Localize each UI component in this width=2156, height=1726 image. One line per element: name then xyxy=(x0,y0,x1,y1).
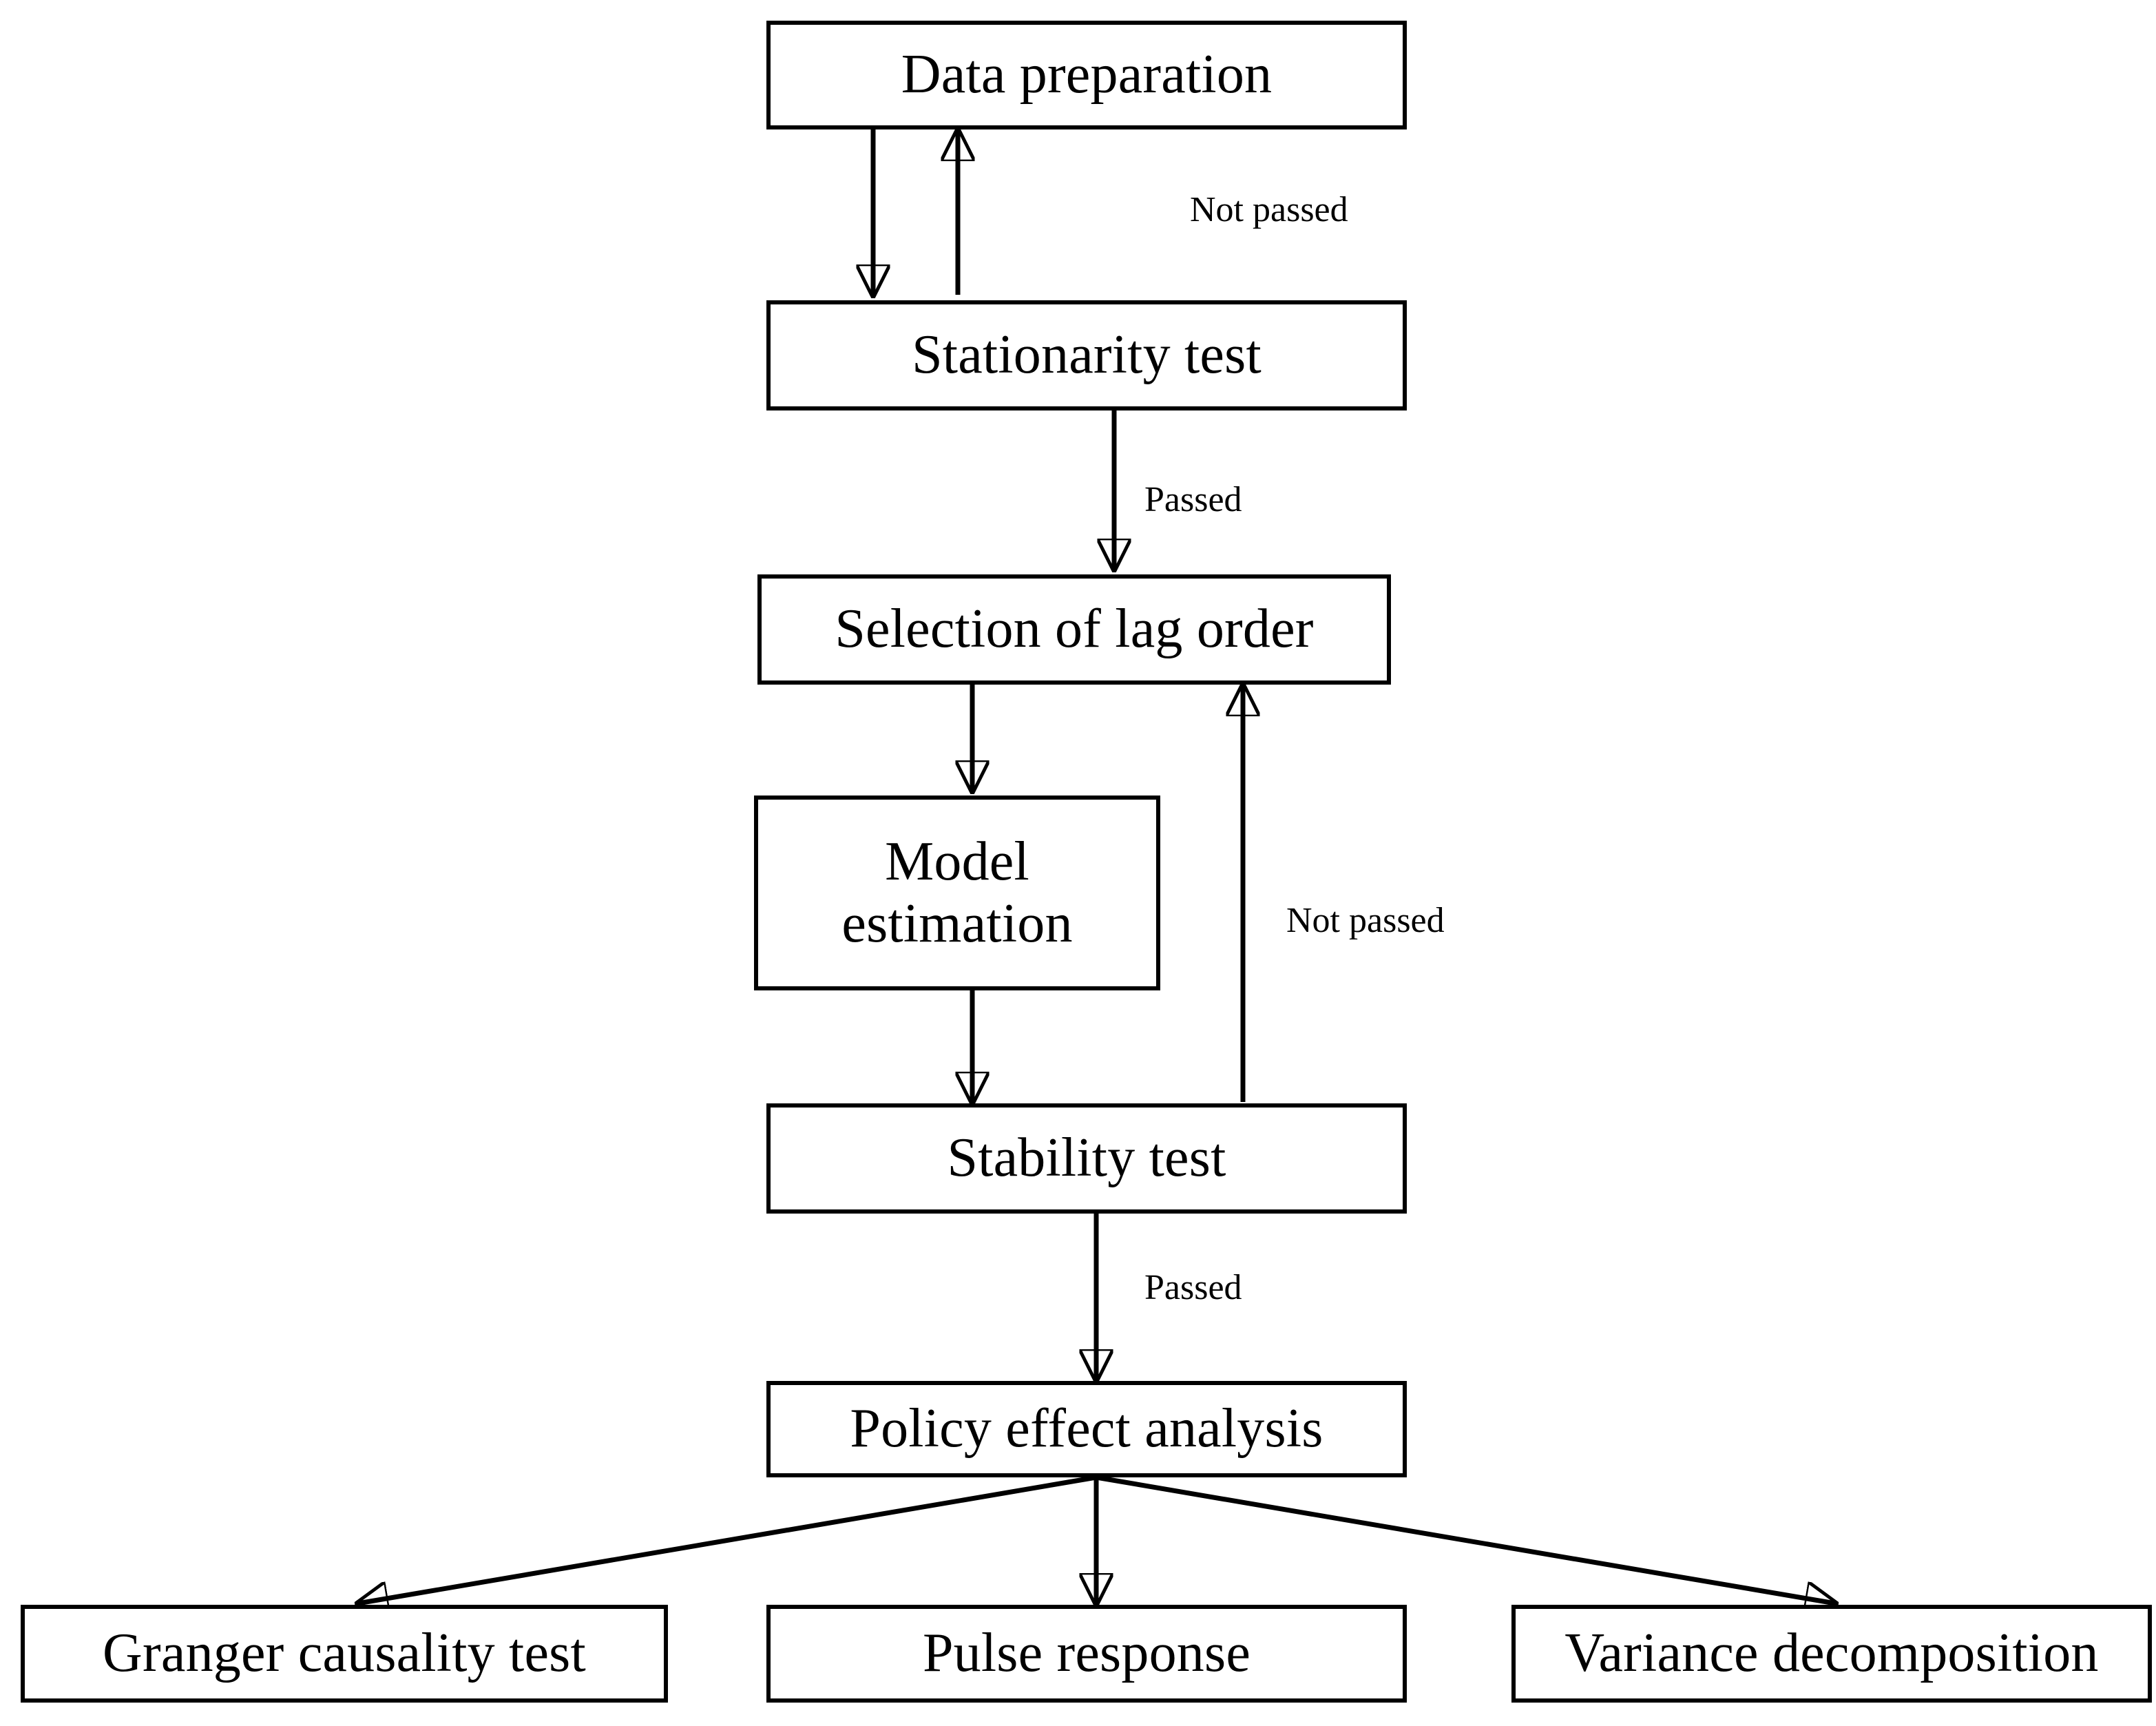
node-stability-test[interactable]: Stability test xyxy=(766,1103,1407,1214)
edge-label-not-passed-stability: Not passed xyxy=(1286,901,1445,940)
edge-label-passed-stationarity: Passed xyxy=(1144,480,1242,519)
node-stability-test-label: Stability test xyxy=(947,1127,1226,1189)
node-model-estimation[interactable]: Model estimation xyxy=(754,796,1160,990)
node-granger-causality-test-label: Granger causality test xyxy=(103,1623,586,1684)
node-variance-decomposition-label: Variance decomposition xyxy=(1564,1623,2099,1684)
node-stationarity-test[interactable]: Stationarity test xyxy=(766,300,1407,410)
node-stationarity-test-label: Stationarity test xyxy=(912,324,1262,386)
node-selection-of-lag-order-label: Selection of lag order xyxy=(835,599,1314,660)
node-selection-of-lag-order[interactable]: Selection of lag order xyxy=(757,574,1391,685)
edge-policy-effect-analysis-to-variance-decomposition xyxy=(1096,1475,1835,1603)
node-policy-effect-analysis[interactable]: Policy effect analysis xyxy=(766,1381,1407,1477)
node-model-estimation-label: Model estimation xyxy=(841,831,1073,954)
node-policy-effect-analysis-label: Policy effect analysis xyxy=(850,1398,1323,1459)
edge-label-not-passed-stationarity: Not passed xyxy=(1190,190,1348,229)
node-data-preparation-label: Data preparation xyxy=(901,44,1273,105)
edge-policy-effect-analysis-to-granger-causality-test xyxy=(358,1475,1097,1603)
node-data-preparation[interactable]: Data preparation xyxy=(766,21,1407,129)
node-pulse-response[interactable]: Pulse response xyxy=(766,1605,1407,1703)
node-variance-decomposition[interactable]: Variance decomposition xyxy=(1511,1605,2152,1703)
edge-label-passed-stability: Passed xyxy=(1144,1268,1242,1307)
node-pulse-response-label: Pulse response xyxy=(922,1623,1251,1684)
node-granger-causality-test[interactable]: Granger causality test xyxy=(21,1605,668,1703)
